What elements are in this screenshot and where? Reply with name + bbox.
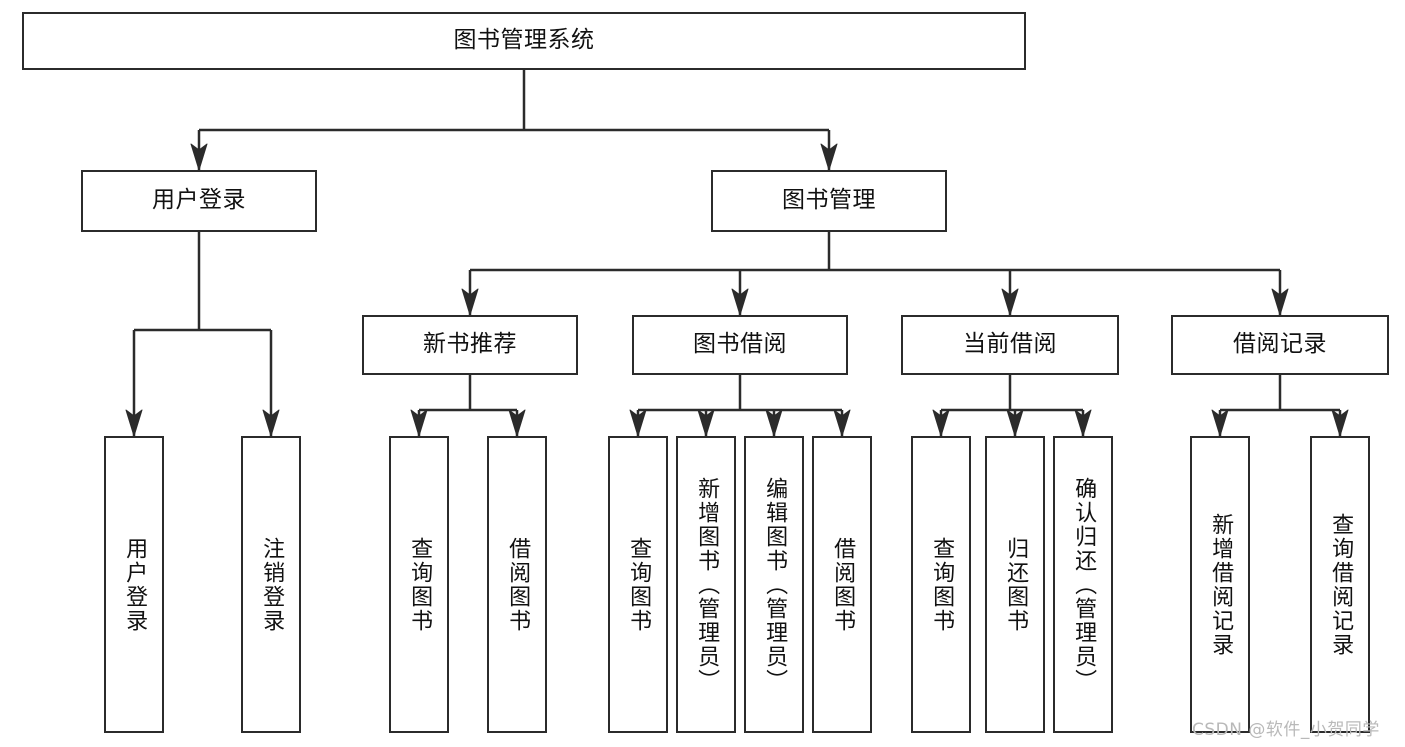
arrow-head-icon <box>1331 409 1349 437</box>
node-label: 查询图书 <box>929 536 955 633</box>
arrow-head-icon <box>765 409 783 437</box>
leaf-node-leaf-query-book-bw: 查询图书 <box>608 436 668 733</box>
level3-node-new-book-recommend: 新书推荐 <box>362 315 578 375</box>
level2-node-book-manage: 图书管理 <box>711 170 947 232</box>
node-label: 图书管理 <box>782 187 876 214</box>
leaf-node-leaf-query-book-cur: 查询图书 <box>911 436 971 733</box>
node-label: 用户登录 <box>152 187 246 214</box>
node-label: 新增借阅记录 <box>1208 512 1234 657</box>
leaf-node-leaf-add-record: 新增借阅记录 <box>1190 436 1250 733</box>
leaf-node-leaf-user-login: 用户登录 <box>104 436 164 733</box>
leaf-node-leaf-edit-book: 编辑图书（管理员） <box>744 436 804 733</box>
node-label: 注销登录 <box>259 536 285 633</box>
node-label: 当前借阅 <box>963 331 1057 358</box>
leaf-node-leaf-query-book-rec: 查询图书 <box>389 436 449 733</box>
arrow-head-icon <box>190 143 208 171</box>
node-label: 查询图书 <box>626 536 652 633</box>
leaf-node-leaf-borrow-book-rec: 借阅图书 <box>487 436 547 733</box>
arrow-head-icon <box>461 288 479 316</box>
leaf-node-leaf-borrow-book-bw: 借阅图书 <box>812 436 872 733</box>
arrow-head-icon <box>1006 409 1024 437</box>
leaf-node-leaf-confirm-return: 确认归还（管理员） <box>1053 436 1113 733</box>
node-label: 确认归还（管理员） <box>1071 476 1097 693</box>
level3-node-current-borrow: 当前借阅 <box>901 315 1119 375</box>
level2-node-user-login: 用户登录 <box>81 170 317 232</box>
arrow-head-icon <box>1271 288 1289 316</box>
arrow-head-icon <box>820 143 838 171</box>
node-label: 查询借阅记录 <box>1328 512 1354 657</box>
node-label: 图书管理系统 <box>453 27 595 54</box>
leaf-node-leaf-user-logout: 注销登录 <box>241 436 301 733</box>
arrow-head-icon <box>1211 409 1229 437</box>
node-label: 归还图书 <box>1003 536 1029 633</box>
arrow-head-icon <box>1074 409 1092 437</box>
arrow-head-icon <box>731 288 749 316</box>
node-label: 借阅图书 <box>830 536 856 633</box>
node-label: 用户登录 <box>122 536 148 633</box>
arrow-head-icon <box>1001 288 1019 316</box>
arrow-head-icon <box>629 409 647 437</box>
arrow-head-icon <box>697 409 715 437</box>
level3-node-borrow-record: 借阅记录 <box>1171 315 1389 375</box>
arrow-head-icon <box>833 409 851 437</box>
arrow-head-icon <box>932 409 950 437</box>
node-label: 查询图书 <box>407 536 433 633</box>
node-label: 借阅记录 <box>1233 331 1327 358</box>
node-label: 编辑图书（管理员） <box>762 476 788 693</box>
node-label: 图书借阅 <box>693 331 787 358</box>
node-label: 新增图书（管理员） <box>694 476 720 693</box>
leaf-node-leaf-return-book: 归还图书 <box>985 436 1045 733</box>
arrow-head-icon <box>410 409 428 437</box>
root-node-system-title: 图书管理系统 <box>22 12 1026 70</box>
arrow-head-icon <box>262 409 280 437</box>
leaf-node-leaf-query-record: 查询借阅记录 <box>1310 436 1370 733</box>
leaf-node-leaf-add-book: 新增图书（管理员） <box>676 436 736 733</box>
arrow-head-icon <box>125 409 143 437</box>
node-label: 借阅图书 <box>505 536 531 633</box>
arrow-head-icon <box>508 409 526 437</box>
level3-node-book-borrow: 图书借阅 <box>632 315 848 375</box>
node-label: 新书推荐 <box>423 331 517 358</box>
